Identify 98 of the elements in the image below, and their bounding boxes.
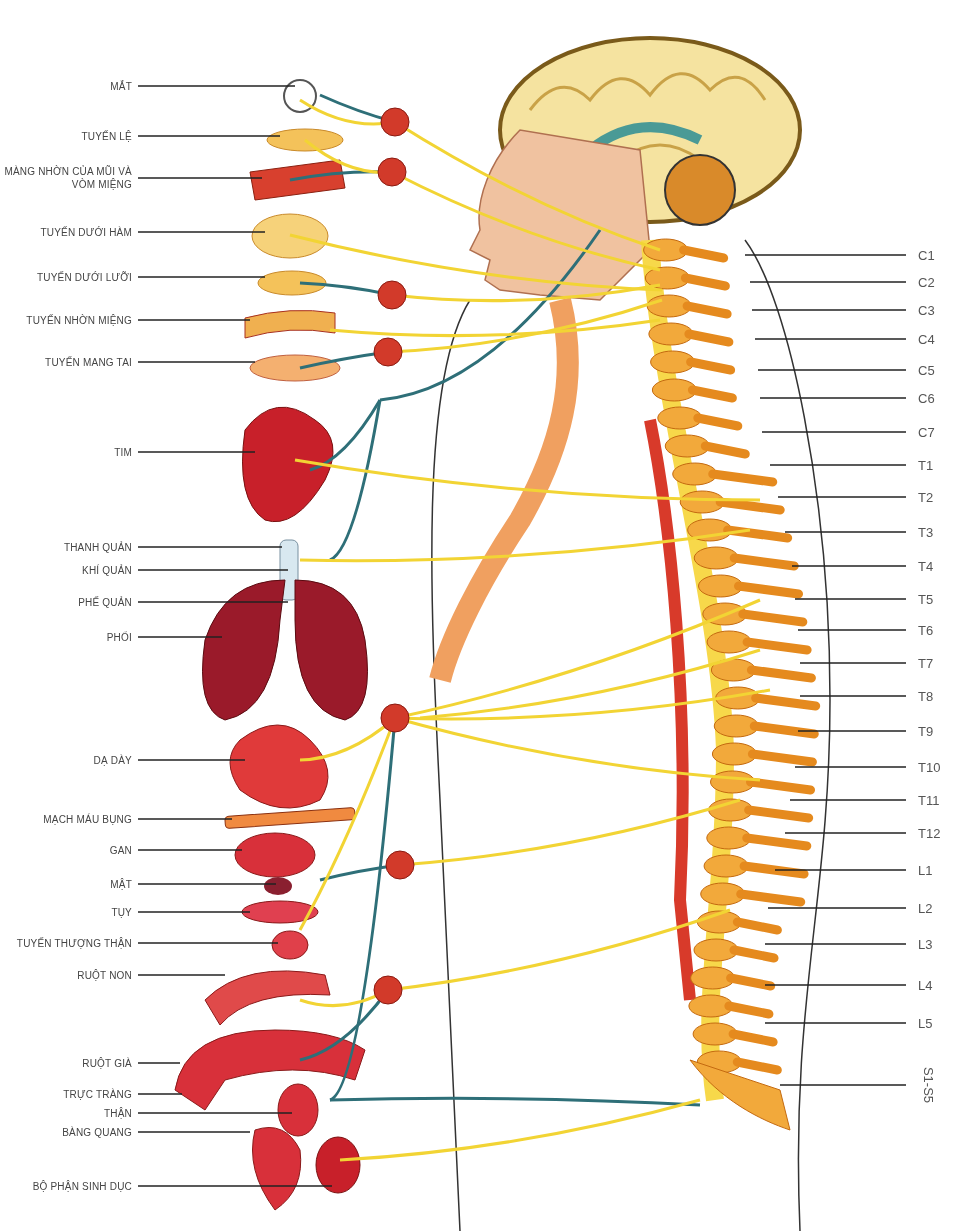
organ-label: THẬN	[0, 1106, 132, 1120]
organ-label: TUYẾN LỆ	[0, 129, 132, 143]
vertebra-label: C7	[918, 424, 935, 440]
organ-label: TRỰC TRÀNG	[0, 1087, 132, 1101]
leader-line	[799, 662, 907, 664]
vertebra-label: L5	[918, 1015, 933, 1031]
organ-label: PHẾ QUẢN	[0, 595, 132, 609]
organ-label: BÀNG QUANG	[0, 1125, 132, 1139]
leader-line	[757, 369, 907, 371]
leader-line	[744, 254, 907, 256]
leader-line	[137, 883, 277, 885]
leader-line	[769, 464, 907, 466]
leader-line	[137, 319, 251, 321]
vertebra-label: L1	[918, 862, 933, 878]
organ-label: THANH QUẢN	[0, 540, 132, 554]
leader-line	[751, 309, 907, 311]
organ-label: MẠCH MÁU BỤNG	[0, 812, 132, 826]
leader-line	[754, 338, 907, 340]
leader-line	[797, 730, 907, 732]
vertebra-label: L4	[918, 977, 933, 993]
vertebra-label: T11	[918, 792, 940, 808]
vertebra-label: C6	[918, 390, 935, 406]
vertebra-label: C5	[918, 362, 935, 378]
leader-line	[784, 531, 907, 533]
leader-line	[137, 818, 233, 820]
vertebra-label: L2	[918, 900, 933, 916]
vertebra-label: T1	[918, 457, 934, 473]
vertebra-label: C4	[918, 331, 935, 347]
leader-line	[137, 361, 256, 363]
organ-label: MẮT	[0, 79, 132, 93]
leader-line	[794, 766, 907, 768]
leader-line	[759, 397, 907, 399]
organ-label: GAN	[0, 843, 132, 857]
vertebra-label: L3	[918, 936, 933, 952]
leader-line	[764, 943, 907, 945]
leader-line	[777, 496, 907, 498]
vertebra-label: T2	[918, 489, 934, 505]
organ-label: TIM	[0, 445, 132, 459]
organ-label: KHÍ QUẢN	[0, 563, 132, 577]
vertebra-label: C2	[918, 274, 935, 290]
organ-label: TỤY	[0, 905, 132, 919]
leader-line	[137, 1062, 181, 1064]
vertebra-label: T9	[918, 723, 934, 739]
leader-line	[791, 565, 907, 567]
leader-line	[764, 1022, 907, 1024]
vertebra-label: T6	[918, 622, 934, 638]
organ-label: PHỔI	[0, 630, 132, 644]
leader-line	[799, 695, 907, 697]
organ-label: MẬT	[0, 877, 132, 891]
leader-line	[137, 135, 281, 137]
organ-label: BỘ PHẬN SINH DỤC	[0, 1179, 132, 1193]
leader-line	[137, 231, 266, 233]
leader-line	[761, 431, 907, 433]
leader-line	[774, 869, 907, 871]
leader-line	[137, 1131, 251, 1133]
organ-label: TUYẾN THƯỢNG THẬN	[0, 936, 132, 950]
leader-line	[137, 974, 226, 976]
vertebra-label: C3	[918, 302, 935, 318]
vertebra-label: S1-S5	[920, 1066, 936, 1104]
organ-label: RUỘT GIÀ	[0, 1056, 132, 1070]
leader-line	[794, 598, 907, 600]
vertebra-label: T10	[918, 759, 941, 775]
leader-line	[137, 276, 266, 278]
leader-line	[137, 85, 296, 87]
leader-line	[137, 1093, 183, 1095]
leader-line	[137, 1112, 293, 1114]
organ-label: TUYẾN DƯỚI HÀM	[0, 225, 132, 239]
leader-line	[137, 759, 246, 761]
leader-line	[137, 911, 251, 913]
leader-line	[764, 984, 907, 986]
leader-line	[784, 832, 907, 834]
vertebra-label: C1	[918, 247, 935, 263]
leader-line	[137, 601, 289, 603]
leader-line	[137, 849, 243, 851]
vertebra-label: T8	[918, 688, 934, 704]
leader-line	[779, 1084, 907, 1086]
organ-label: TUYẾN NHỜN MIỆNG	[0, 313, 132, 327]
leader-line	[767, 907, 907, 909]
leader-line	[137, 546, 283, 548]
leader-line	[137, 177, 263, 179]
vertebra-label: T3	[918, 524, 934, 540]
leader-line	[749, 281, 907, 283]
vertebra-label: T4	[918, 558, 934, 574]
leader-line	[137, 636, 223, 638]
vertebra-label: T7	[918, 655, 934, 671]
organ-label: RUỘT NON	[0, 968, 132, 982]
vertebra-label: T5	[918, 591, 934, 607]
organ-label: TUYẾN MANG TAI	[0, 355, 132, 369]
leader-line	[797, 629, 907, 631]
vertebra-label: T12	[918, 825, 941, 841]
leader-line	[137, 569, 289, 571]
leader-line	[789, 799, 907, 801]
leader-line	[137, 451, 256, 453]
organ-label: TUYẾN DƯỚI LƯỠI	[0, 270, 132, 284]
organ-label: DẠ DÀY	[0, 753, 132, 767]
organ-label: MÀNG NHỜN CỦA MŨI VÀ VÒM MIỆNG	[0, 165, 132, 191]
leader-line	[137, 942, 279, 944]
leader-line	[137, 1185, 333, 1187]
